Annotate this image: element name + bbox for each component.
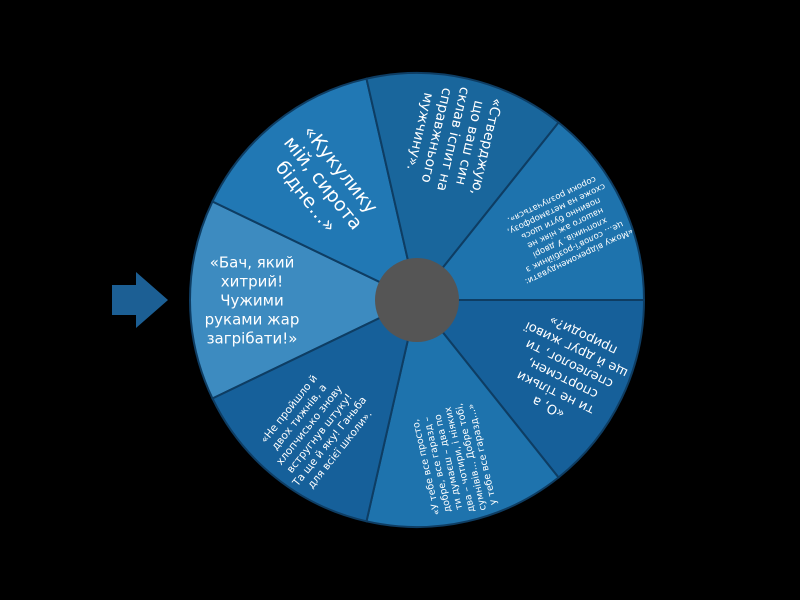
wheel-segment-line: хитрий! xyxy=(221,272,283,290)
wheel-segment-line: руками жар xyxy=(205,310,300,328)
wheel-segment-shape[interactable] xyxy=(365,297,560,528)
wheel-segment-label: «Стверджую,що ваш синсклав іспит насправ… xyxy=(400,78,506,201)
wheel-segment-shape[interactable] xyxy=(365,72,560,303)
wheel-segment[interactable]: «У тебе все просто,добре, все гаразд –ти… xyxy=(365,297,560,528)
pointer-arrow-icon xyxy=(112,272,168,328)
wheel-segment-line: загрібати!» xyxy=(207,329,298,347)
wheel-segment-line: «Бач, який xyxy=(210,253,295,271)
wheel-segment[interactable]: «Стверджую,що ваш синсклав іспит насправ… xyxy=(365,72,560,303)
wheel-segment-line: Чужими xyxy=(220,291,284,309)
wheel-segment-shape[interactable] xyxy=(414,121,646,301)
wheel-segment-shape[interactable] xyxy=(211,77,419,302)
wheel-segment-label: «У тебе все просто,добре, все гаразд –ти… xyxy=(409,400,500,522)
wheel-segment[interactable]: «Можу відрекомендувати:це… солов'ї-розбі… xyxy=(414,121,646,301)
wheel-segment[interactable]: «О, ати не тількиспортсмен,спелеолог, ти… xyxy=(414,299,646,479)
wheel-segment[interactable]: «Кукуликумій, сиротабідне…» xyxy=(211,77,419,302)
wheel-segment-shape[interactable] xyxy=(189,200,420,400)
wheel-segment-shape[interactable] xyxy=(211,298,419,523)
wheel-segment[interactable]: «Не пройшло йдвох тижнів, ахлопчисько зн… xyxy=(211,298,419,523)
wheel-hub[interactable] xyxy=(375,258,459,342)
wheel-segment-shape[interactable] xyxy=(414,299,646,479)
